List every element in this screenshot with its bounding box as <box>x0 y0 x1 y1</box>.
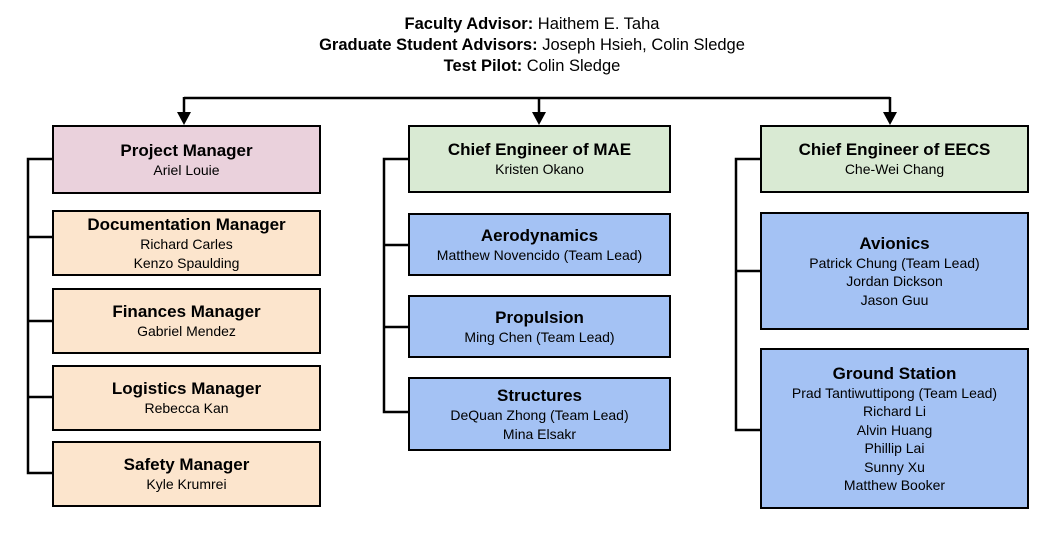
grad-advisors-label: Graduate Student Advisors: <box>319 36 538 54</box>
box-member: DeQuan Zhong (Team Lead) <box>450 407 629 423</box>
arrowhead-col1 <box>177 112 191 125</box>
box-member: Ming Chen (Team Lead) <box>464 328 615 345</box>
faculty-advisor-label: Faculty Advisor: <box>404 15 534 33</box>
box-title: Aerodynamics <box>480 225 599 245</box>
box-title: Project Manager <box>120 140 253 160</box>
logistics-manager-box: Logistics Manager Rebecca Kan <box>52 365 321 431</box>
faculty-advisor-value: Haithem E. Taha <box>533 15 660 33</box>
col3-spine <box>734 157 760 432</box>
box-title: Chief Engineer of EECS <box>798 140 991 160</box>
box-member: Richard Li <box>862 403 927 419</box>
box-member: Kristen Okano <box>495 161 584 178</box>
finances-manager-box: Finances Manager Gabriel Mendez <box>52 288 321 354</box>
chief-engineer-mae-box: Chief Engineer of MAE Kristen Okano <box>408 125 671 193</box>
box-title: Propulsion <box>495 307 584 327</box>
box-member: Richard Carles <box>140 236 233 252</box>
advisors-header: Faculty Advisor: Haithem E. Taha Graduat… <box>0 14 1064 77</box>
box-title: Structures <box>496 386 583 405</box>
test-pilot-value: Colin Sledge <box>522 57 621 75</box>
box-member: Matthew Booker <box>843 477 946 493</box>
box-title: Documentation Manager <box>87 215 286 234</box>
propulsion-box: Propulsion Ming Chen (Team Lead) <box>408 295 671 358</box>
avionics-box: Avionics Patrick Chung (Team Lead) Jorda… <box>760 212 1029 330</box>
box-member: Rebecca Kan <box>144 400 229 417</box>
arrowhead-col2 <box>532 112 546 125</box>
box-title: Safety Manager <box>123 455 250 475</box>
project-manager-box: Project Manager Ariel Louie <box>52 125 321 194</box>
box-member: Alvin Huang <box>856 421 933 438</box>
box-title: Logistics Manager <box>111 379 262 399</box>
box-member: Che-Wei Chang <box>844 161 945 178</box>
box-member: Patrick Chung (Team Lead) <box>809 254 980 271</box>
grad-advisors-value: Joseph Hsieh, Colin Sledge <box>537 36 745 54</box>
aerodynamics-box: Aerodynamics Matthew Novencido (Team Lea… <box>408 213 671 276</box>
col1-spine <box>26 157 52 475</box>
col2-spine <box>382 157 408 414</box>
box-title: Chief Engineer of MAE <box>447 140 632 160</box>
box-member: Mina Elsakr <box>502 425 577 442</box>
box-member: Kyle Krumrei <box>146 476 227 493</box>
box-title: Ground Station <box>832 363 957 383</box>
safety-manager-box: Safety Manager Kyle Krumrei <box>52 441 321 507</box>
box-member: Phillip Lai <box>864 440 925 456</box>
documentation-manager-box: Documentation Manager Richard Carles Ken… <box>52 210 321 276</box>
box-member: Prad Tantiwuttipong (Team Lead) <box>791 384 998 401</box>
box-member: Jason Guu <box>860 291 929 308</box>
box-member: Ariel Louie <box>153 161 220 178</box>
grad-advisors-line: Graduate Student Advisors: Joseph Hsieh,… <box>0 35 1064 56</box>
ground-station-box: Ground Station Prad Tantiwuttipong (Team… <box>760 348 1029 509</box>
box-member: Matthew Novencido (Team Lead) <box>436 246 643 263</box>
box-member: Jordan Dickson <box>846 273 943 290</box>
structures-box: Structures DeQuan Zhong (Team Lead) Mina… <box>408 377 671 451</box>
box-member: Kenzo Spaulding <box>133 254 240 271</box>
arrowhead-col3 <box>883 112 897 125</box>
test-pilot-line: Test Pilot: Colin Sledge <box>0 56 1064 77</box>
box-title: Avionics <box>859 233 930 253</box>
test-pilot-label: Test Pilot: <box>443 57 523 75</box>
chief-engineer-eecs-box: Chief Engineer of EECS Che-Wei Chang <box>760 125 1029 193</box>
faculty-advisor-line: Faculty Advisor: Haithem E. Taha <box>0 14 1064 35</box>
box-member: Sunny Xu <box>864 458 925 475</box>
box-member: Gabriel Mendez <box>137 323 236 340</box>
box-title: Finances Manager <box>112 302 261 322</box>
